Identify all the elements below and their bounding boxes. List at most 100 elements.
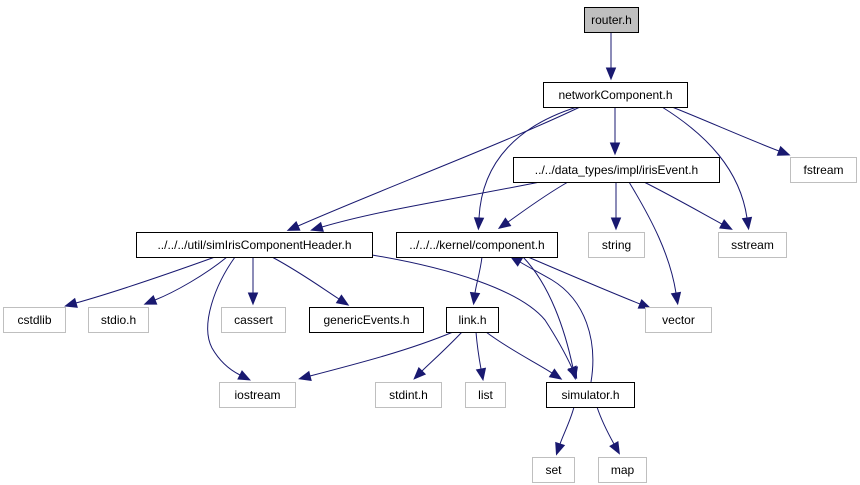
edge-simulator-to-map xyxy=(596,406,620,455)
arrowhead xyxy=(605,67,617,81)
edge-networkComponent-to-fstream xyxy=(671,106,791,156)
node-vector: vector xyxy=(645,307,712,333)
arrowhead xyxy=(719,219,733,230)
node-genericEvents[interactable]: genericEvents.h xyxy=(309,307,424,333)
node-label: link.h xyxy=(458,313,486,327)
arrowhead xyxy=(637,298,652,309)
node-label: stdint.h xyxy=(389,388,428,402)
arrowhead xyxy=(335,294,350,306)
edge-link-to-stdint xyxy=(413,331,463,380)
edge-simIris-to-genericEvents xyxy=(271,256,350,306)
node-networkComponent[interactable]: networkComponent.h xyxy=(543,82,688,108)
node-fstream: fstream xyxy=(790,157,857,183)
node-box xyxy=(446,307,499,333)
edge-line xyxy=(371,254,573,369)
edge-irisEvent-to-vector xyxy=(628,181,682,306)
edge-line xyxy=(507,181,569,223)
edge-line xyxy=(527,256,641,305)
node-box xyxy=(88,307,149,333)
arrowhead xyxy=(247,292,259,306)
node-box xyxy=(532,457,575,483)
node-label: cassert xyxy=(234,313,273,327)
node-label: fstream xyxy=(803,163,843,177)
edge-line xyxy=(671,106,780,152)
node-label: vector xyxy=(662,313,695,327)
node-cstdlib: cstdlib xyxy=(3,307,66,333)
node-set: set xyxy=(532,457,575,483)
node-label: string xyxy=(602,238,631,252)
edge-line xyxy=(271,256,340,300)
edge-component-to-link xyxy=(469,256,483,306)
node-label: simulator.h xyxy=(561,388,619,402)
node-box xyxy=(790,157,857,183)
node-label: iostream xyxy=(234,388,280,402)
node-string: string xyxy=(588,232,645,258)
edge-line xyxy=(421,331,463,372)
node-box xyxy=(598,457,647,483)
arrowhead xyxy=(286,220,301,231)
node-box xyxy=(645,307,712,333)
arrowhead xyxy=(237,370,251,381)
edge-simulator-to-component xyxy=(509,255,594,383)
edge-line xyxy=(474,256,483,294)
edge-link-to-iostream xyxy=(298,331,454,381)
edge-networkComponent-to-sstream xyxy=(661,106,753,231)
node-simIris[interactable]: ../../../util/simIrisComponentHeader.h xyxy=(136,232,373,258)
node-box xyxy=(588,232,645,258)
node-box xyxy=(309,307,424,333)
node-label: ../../data_types/impl/irisEvent.h xyxy=(535,163,698,177)
edge-line xyxy=(596,406,615,445)
edge-link-to-list xyxy=(475,331,487,382)
arrowhead xyxy=(610,217,622,231)
node-stdio: stdio.h xyxy=(88,307,149,333)
node-label: genericEvents.h xyxy=(323,313,409,327)
edge-line xyxy=(628,181,677,294)
arrowhead xyxy=(741,216,753,231)
edge-line xyxy=(643,181,723,225)
edge-line xyxy=(297,106,581,227)
arrowhead xyxy=(298,370,312,381)
arrowhead xyxy=(670,291,682,306)
edge-line xyxy=(559,406,575,445)
node-link[interactable]: link.h xyxy=(446,307,499,333)
edge-simIris-to-cstdlib xyxy=(64,256,216,308)
node-box xyxy=(136,232,373,258)
node-cassert: cassert xyxy=(221,307,286,333)
arrowhead xyxy=(609,142,621,156)
node-simulator[interactable]: simulator.h xyxy=(546,382,635,408)
edge-irisEvent-to-sstream xyxy=(643,181,733,230)
node-router: router.h xyxy=(584,7,639,33)
arrowhead xyxy=(473,217,485,231)
node-component[interactable]: ../../../kernel/component.h xyxy=(396,232,558,258)
edge-simIris-to-stdio xyxy=(143,256,228,305)
edge-simIris-to-iostream xyxy=(207,256,251,381)
arrowhead xyxy=(475,367,487,382)
node-label: sstream xyxy=(731,238,774,252)
node-box xyxy=(375,382,442,408)
edge-line xyxy=(519,261,594,383)
node-irisEvent[interactable]: ../../data_types/impl/irisEvent.h xyxy=(513,157,720,183)
arrowhead xyxy=(413,366,427,380)
arrowhead xyxy=(555,441,566,456)
edge-simulator-to-set xyxy=(555,406,575,456)
edge-line xyxy=(154,256,228,301)
node-box xyxy=(465,382,506,408)
node-label: cstdlib xyxy=(17,313,51,327)
edge-line xyxy=(75,256,216,304)
edge-networkComponent-to-irisEvent xyxy=(609,106,621,156)
node-label: map xyxy=(611,463,635,477)
arrowhead xyxy=(469,291,481,306)
node-box xyxy=(718,232,787,258)
node-label: ../../../kernel/component.h xyxy=(409,238,544,252)
node-box xyxy=(543,82,688,108)
node-label: stdio.h xyxy=(101,313,136,327)
edge-line xyxy=(207,256,241,376)
arrowhead xyxy=(609,441,620,455)
arrowhead xyxy=(497,217,512,230)
edge-component-to-simulator xyxy=(522,256,579,381)
node-stdint: stdint.h xyxy=(375,382,442,408)
edge-line xyxy=(485,331,553,374)
edge-irisEvent-to-string xyxy=(610,181,622,231)
node-box xyxy=(546,382,635,408)
